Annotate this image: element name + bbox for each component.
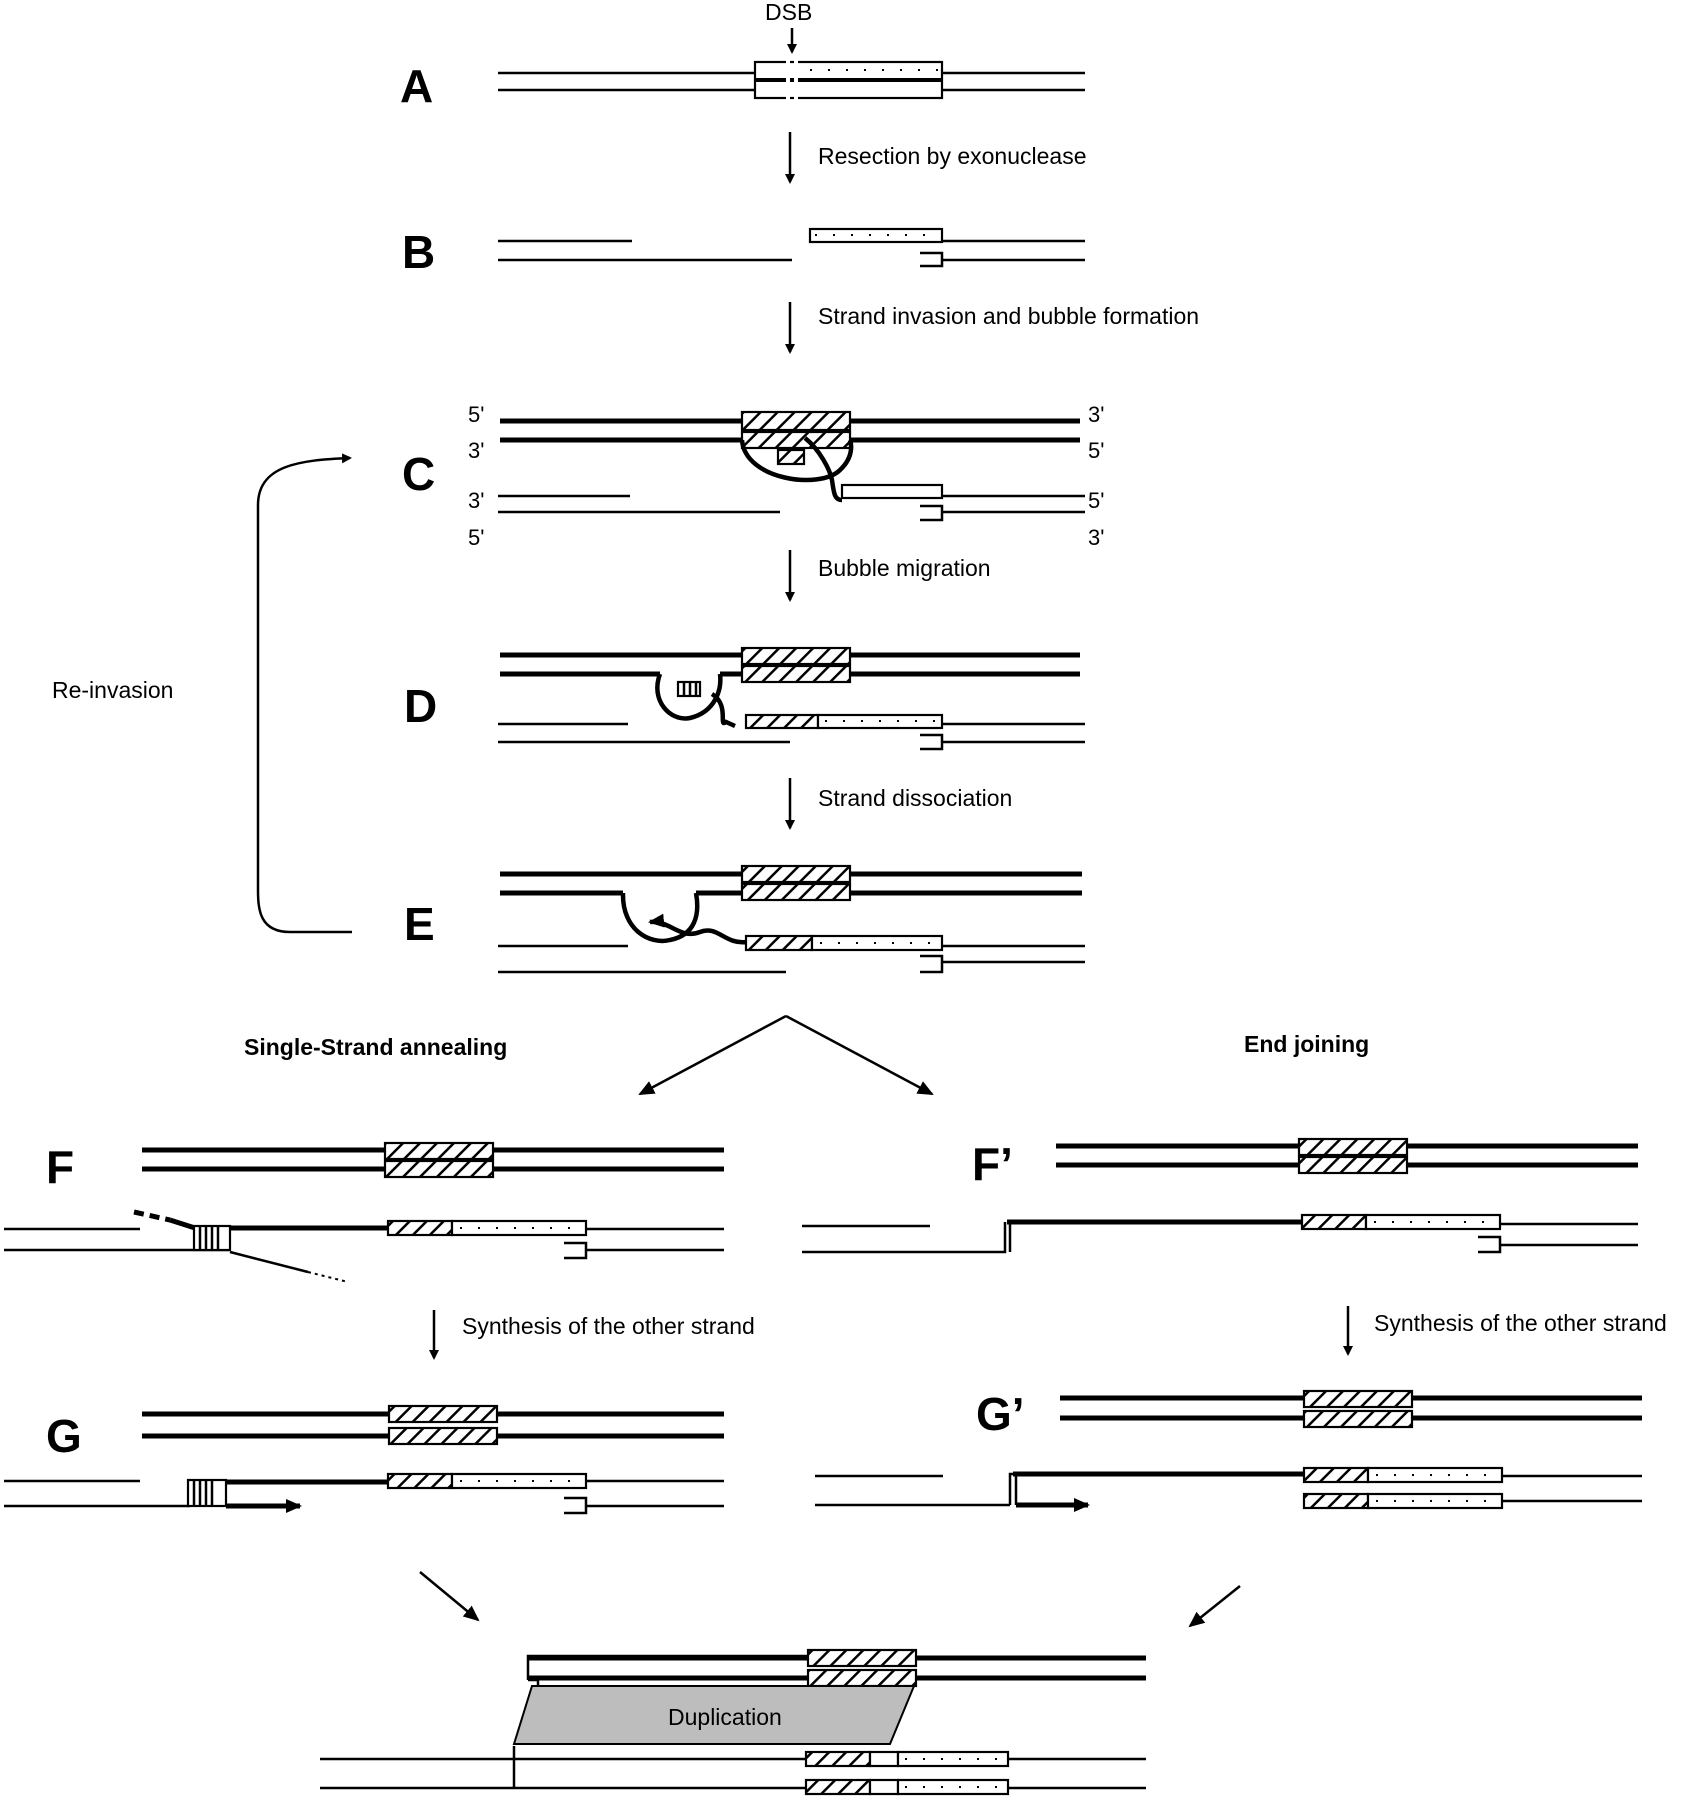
step-label-synthesis-left: Synthesis of the other strand: [462, 1313, 755, 1339]
step-invasion: Strand invasion and bubble formation: [785, 302, 1199, 354]
panel-label-a: A: [400, 60, 433, 112]
step-label-reinvasion: Re-invasion: [52, 677, 173, 703]
convergence-arrows: [419, 1571, 1241, 1628]
panel-label-b: B: [402, 226, 435, 278]
panel-label-d: D: [404, 680, 437, 732]
duplication-label: Duplication: [668, 1704, 782, 1730]
pathway-label-ssa: Single-Strand annealing: [244, 1034, 507, 1060]
panel-f-prime: F’: [802, 1137, 1638, 1254]
reinvasion-loop: Re-invasion: [52, 453, 352, 934]
svg-text:3': 3': [1088, 525, 1104, 550]
pathway-label-end-joining: End joining: [1244, 1031, 1369, 1057]
svg-text:5': 5': [1088, 438, 1104, 463]
step-migration: Bubble migration: [785, 550, 991, 602]
reinvasion-arrow: [256, 453, 352, 934]
panel-label-f: F: [46, 1141, 74, 1193]
dsb-label: DSB: [765, 0, 812, 25]
branch-arrows: Single-Strand annealing End joining: [244, 1014, 1369, 1096]
svg-text:3': 3': [468, 488, 484, 513]
step-label-resection: Resection by exonuclease: [818, 143, 1087, 169]
step-label-invasion: Strand invasion and bubble formation: [818, 303, 1199, 329]
step-label-migration: Bubble migration: [818, 555, 991, 581]
panel-b: B: [402, 226, 1085, 278]
panel-a: DSB A: [400, 0, 1085, 112]
svg-text:3': 3': [1088, 402, 1104, 427]
panel-result: Duplication: [320, 1648, 1146, 1796]
panel-g-prime: G’: [815, 1388, 1642, 1512]
panel-label-g-prime: G’: [976, 1388, 1025, 1440]
panel-label-c: C: [402, 448, 435, 500]
panel-c: C 5' 3' 3' 5' 3' 5' 5' 3': [402, 402, 1104, 550]
panel-g: G: [4, 1404, 724, 1515]
step-label-synthesis-right: Synthesis of the other strand: [1374, 1310, 1667, 1336]
homology-region-c-top: [740, 410, 852, 432]
panel-f: F: [4, 1141, 724, 1283]
step-synthesis-right: Synthesis of the other strand: [1343, 1306, 1667, 1356]
svg-text:5': 5': [1088, 488, 1104, 513]
step-resection: Resection by exonuclease: [785, 132, 1087, 184]
svg-text:5': 5': [468, 402, 484, 427]
svg-text:3': 3': [468, 438, 484, 463]
step-dissociation: Strand dissociation: [785, 778, 1012, 830]
duplication-region: [512, 1685, 916, 1745]
panel-d: D: [404, 646, 1085, 751]
panel-label-e: E: [404, 898, 435, 950]
panel-label-f-prime: F’: [972, 1138, 1013, 1190]
panel-e: E: [404, 864, 1085, 974]
panel-label-g: G: [46, 1410, 82, 1462]
step-synthesis-left: Synthesis of the other strand: [429, 1310, 755, 1360]
step-label-dissociation: Strand dissociation: [818, 785, 1012, 811]
svg-text:5': 5': [468, 525, 484, 550]
